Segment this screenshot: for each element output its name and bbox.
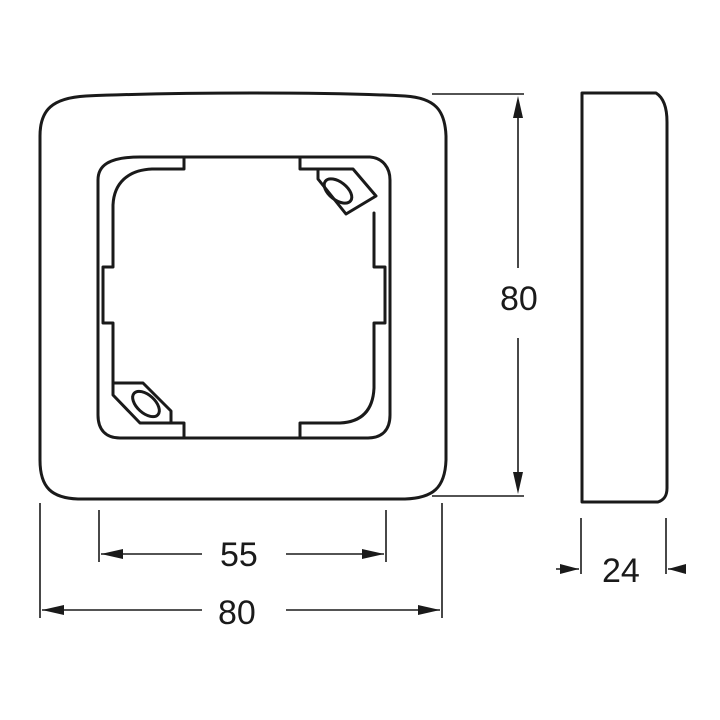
- front-view: [38, 91, 448, 501]
- side-profile-outline: [580, 91, 669, 504]
- screw-slot-top-right: [316, 167, 378, 216]
- side-view: [580, 91, 669, 504]
- dimension-depth-label: 24: [602, 552, 640, 590]
- dimension-inner-width: 55: [98, 510, 387, 574]
- screw-slot-bottom-left: [111, 381, 173, 425]
- dimension-outer-width-label: 80: [218, 594, 256, 632]
- dimension-inner-width-label: 55: [220, 536, 258, 574]
- frame-inner-ledge: [101, 155, 387, 440]
- frame-outer-outline: [38, 91, 448, 501]
- dimension-height-label: 80: [500, 280, 538, 318]
- dimension-depth: 24: [556, 518, 686, 590]
- frame-inner-opening: [96, 155, 392, 440]
- dimension-outer-width: 80: [39, 503, 443, 632]
- dimension-height: 80: [432, 93, 538, 497]
